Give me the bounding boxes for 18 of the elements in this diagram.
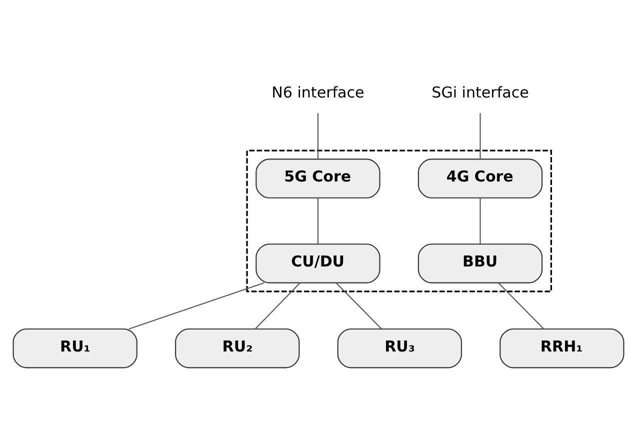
node-box: 5G Core <box>256 158 380 198</box>
node-box: CU/DU <box>256 243 380 283</box>
node-box: 4G Core <box>418 158 543 198</box>
node-box: RRH₁ <box>500 328 624 368</box>
connector <box>498 282 544 329</box>
connector <box>254 282 300 329</box>
cluster <box>246 149 552 292</box>
node-text: N6 interface <box>272 83 364 102</box>
node-box: BBU <box>418 243 543 283</box>
connector <box>480 112 481 159</box>
connector <box>317 198 318 244</box>
connector <box>336 282 382 329</box>
node-text: SGi interface <box>432 83 529 102</box>
connector <box>480 198 481 244</box>
node-box: RU₃ <box>337 328 462 368</box>
node-box: RU₂ <box>175 328 300 368</box>
node-box: RU₁ <box>12 328 138 368</box>
connector <box>317 112 318 159</box>
